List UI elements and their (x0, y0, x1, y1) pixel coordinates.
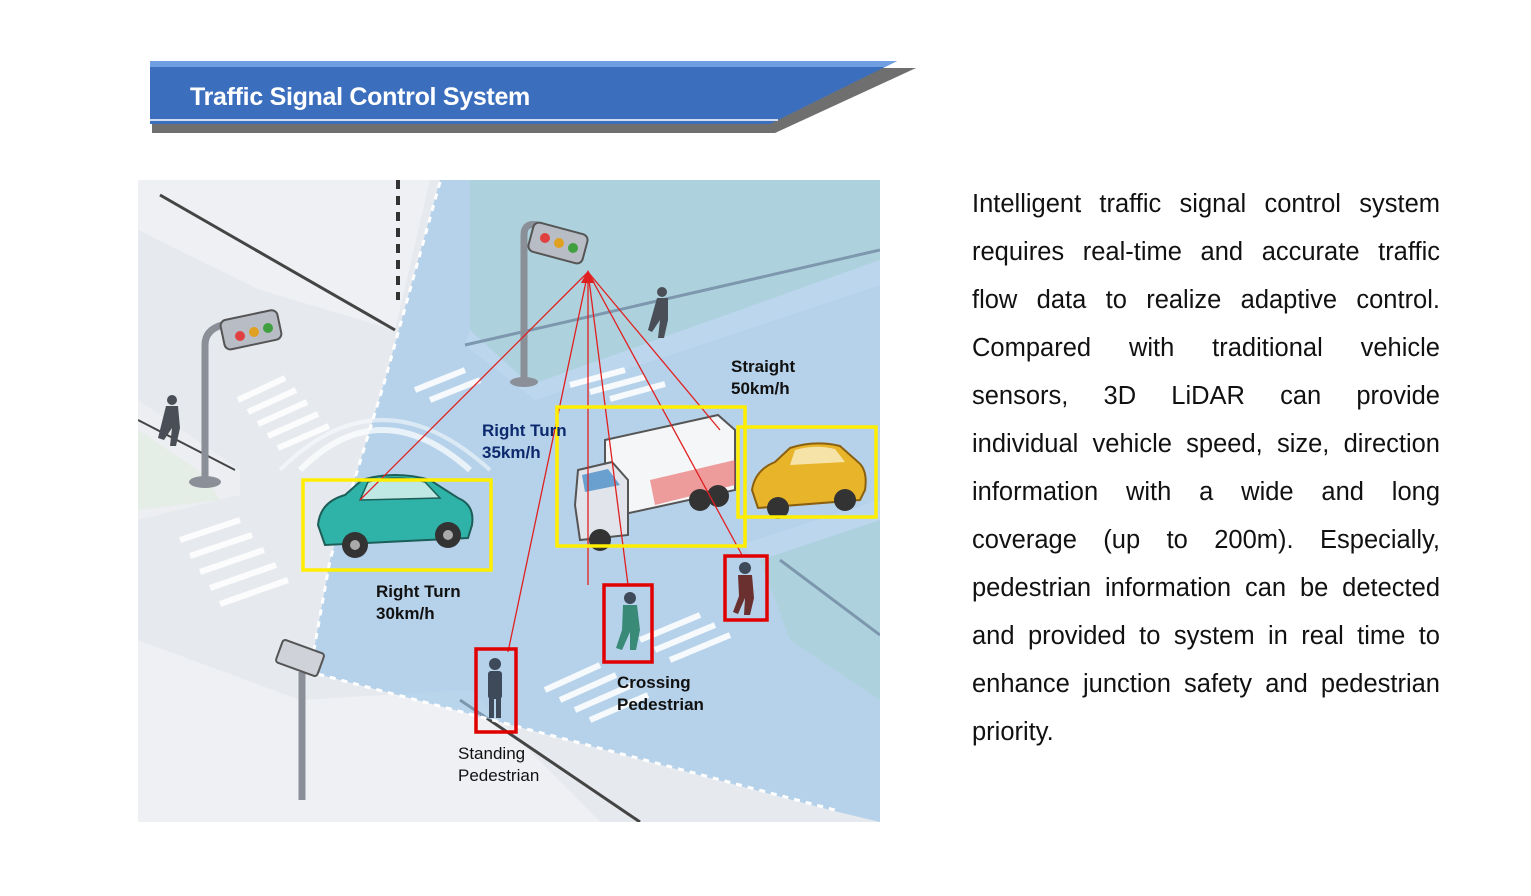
sensor-rays (359, 271, 743, 653)
detection-box-standing-pedestrian (474, 647, 518, 734)
detection-box-straight-car (736, 425, 878, 519)
label-right-turn-35: Right Turn 35km/h (482, 421, 567, 462)
detection-box-crossing-pedestrian (602, 583, 654, 664)
label-straight: Straight 50km/h (731, 357, 796, 398)
yellow-car-icon (750, 442, 867, 519)
label-crossing-pedestrian: Crossing Pedestrian (617, 673, 704, 714)
detection-box-truck (555, 405, 747, 548)
page-title: Traffic Signal Control System (190, 83, 530, 111)
label-right-turn-30: Right Turn 30km/h (376, 582, 461, 623)
label-standing-pedestrian: Standing Pedestrian (458, 744, 540, 785)
detection-box-right-turn-car (301, 478, 493, 572)
teal-car-icon (316, 474, 474, 558)
corner-sidewalk-bottom (300, 690, 600, 822)
corner-sidewalk-top-left (138, 180, 430, 330)
description-paragraph: Intelligent traffic signal control syste… (972, 190, 1440, 746)
detection-box-pedestrian-right (723, 554, 769, 622)
